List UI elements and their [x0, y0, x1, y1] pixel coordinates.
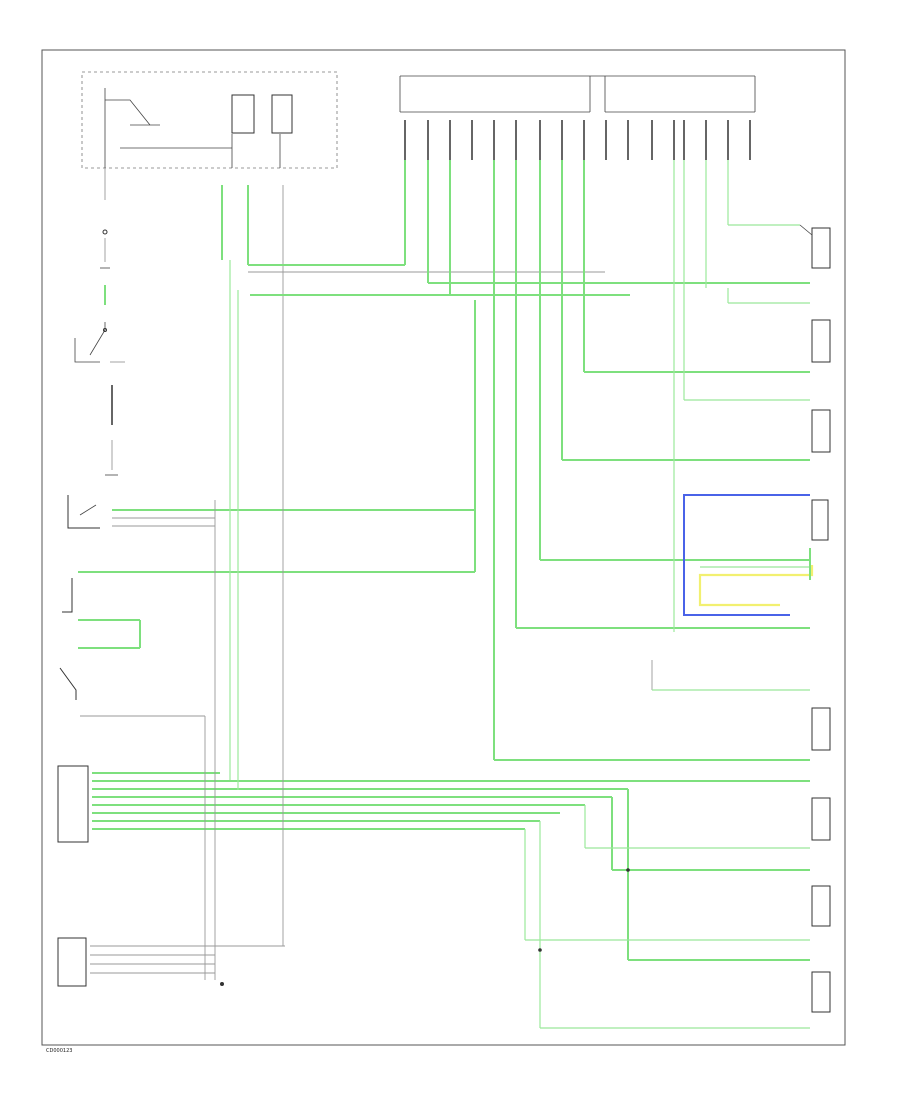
- power-distribution-box: [81, 71, 338, 169]
- left-mid-connector: [67, 495, 475, 529]
- bottom-right-connections: [524, 789, 810, 1029]
- vertical-trunk-wires: [204, 185, 284, 980]
- ecu-connector-block: [399, 75, 756, 113]
- left-switch-group: [59, 300, 476, 717]
- left-column-components: [74, 168, 125, 476]
- left-harness-connector: [57, 765, 810, 843]
- ecu-vertical-drops: [493, 160, 810, 761]
- diagram-frame: [41, 49, 846, 1046]
- blue-yellow-wiring: [683, 494, 814, 616]
- left-bottom-connector: [57, 937, 285, 987]
- ecu-pin-stubs: [404, 120, 751, 160]
- ecu-horizontal-runs: [248, 160, 810, 296]
- right-components: [799, 224, 831, 1013]
- diagram-reference-label: CD000123: [46, 1048, 72, 1054]
